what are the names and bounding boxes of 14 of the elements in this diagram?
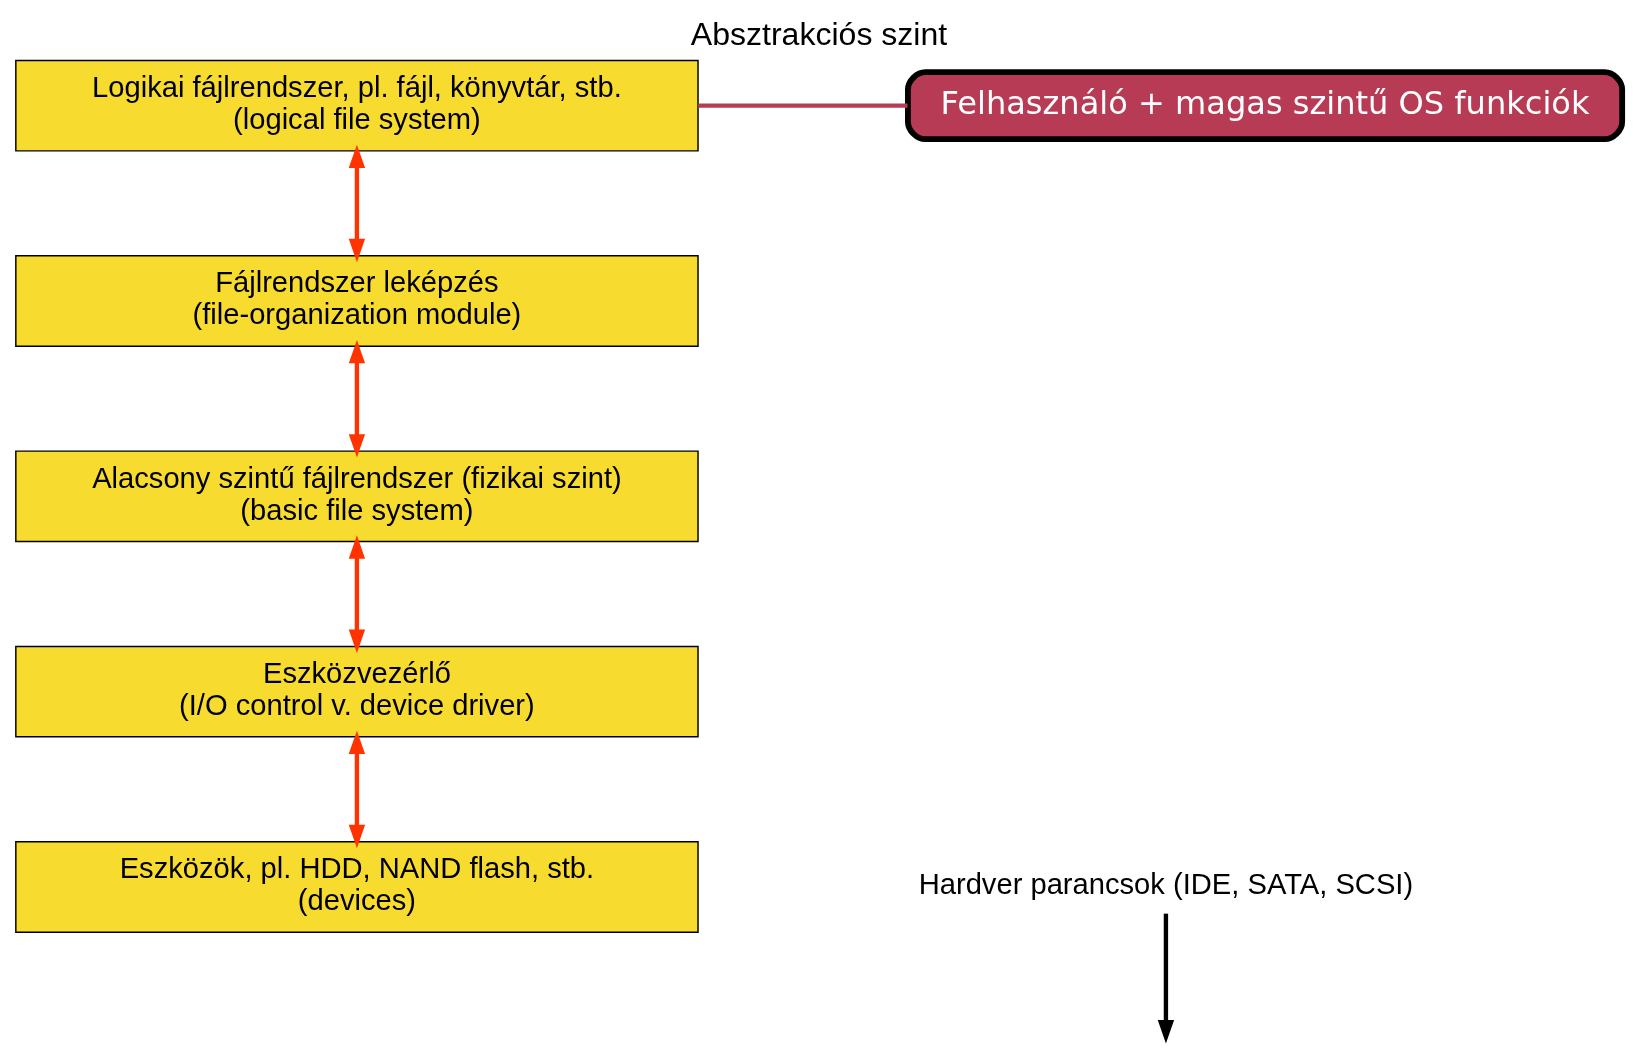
node-box: Eszközvezérlő (I/O control v. device driver)	[15, 645, 699, 738]
diagram-title: Absztrakciós szint	[690, 16, 948, 53]
node-text: Hardver parancsok (IDE, SATA, SCSI)	[918, 868, 1414, 901]
arrow	[348, 730, 366, 849]
connector	[698, 103, 908, 108]
node-box: Alacsony szintű fájlrendszer (fizikai szint) (basic file system)	[15, 450, 699, 543]
node-box: Eszközök, pl. HDD, NAND flash, stb. (devices)	[15, 841, 699, 933]
node-box: Felhasználó + magas szintű OS funkciók	[905, 69, 1626, 143]
arrow	[348, 535, 366, 653]
node-box: Fájlrendszer leképzés (file-organization module)	[15, 255, 699, 347]
arrow	[348, 339, 366, 458]
arrow	[1157, 913, 1175, 1044]
node-box: Logikai fájlrendszer, pl. fájl, könyvtár, stb. (logical file system)	[15, 59, 699, 152]
arrow	[348, 144, 366, 263]
